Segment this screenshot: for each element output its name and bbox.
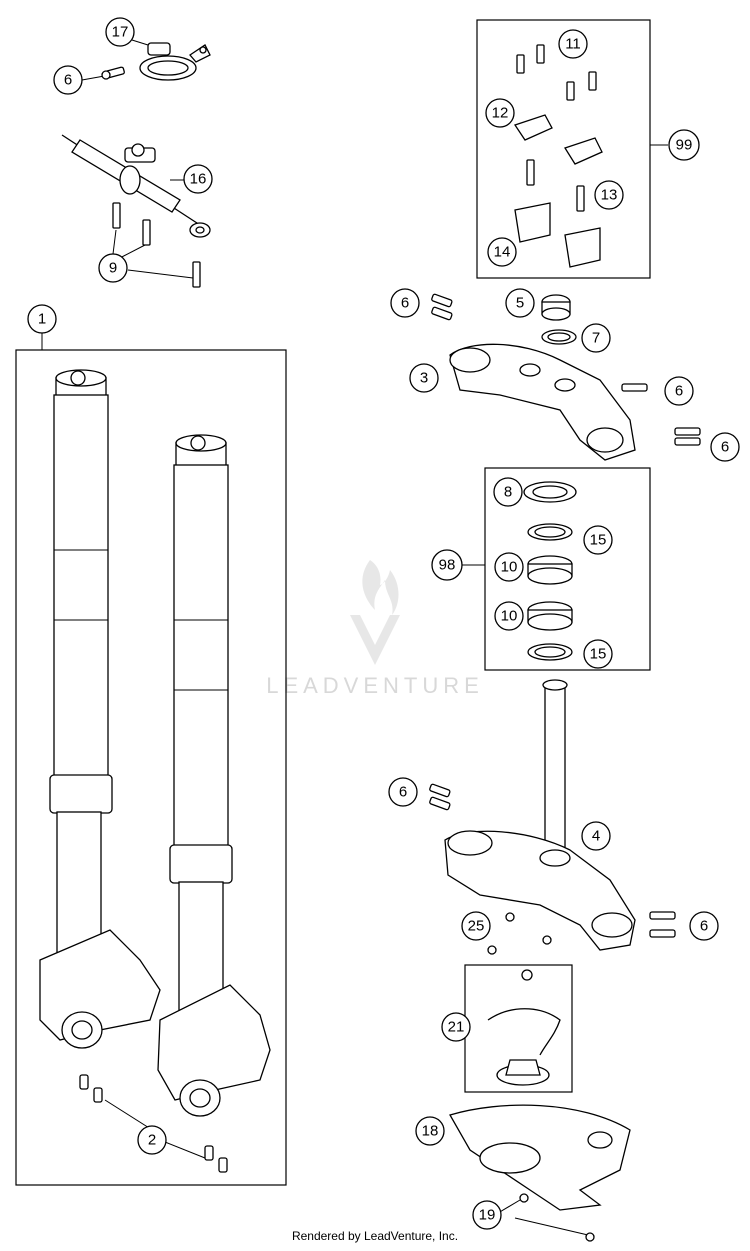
callout-19: 19	[472, 1200, 502, 1230]
svg-text:12: 12	[492, 105, 509, 122]
part-6-bolt-top	[101, 66, 125, 80]
part-9-bolts	[112, 202, 201, 288]
callout-6a: 6	[53, 65, 83, 95]
svg-text:5: 5	[516, 295, 524, 312]
part-2-screws	[79, 1074, 228, 1173]
part-19-screws	[519, 1193, 595, 1242]
callout-98: 98	[431, 549, 463, 581]
part-11-screws	[516, 44, 597, 101]
svg-text:2: 2	[148, 1132, 156, 1149]
svg-text:25: 25	[468, 918, 485, 935]
svg-text:21: 21	[448, 1019, 465, 1036]
svg-text:98: 98	[439, 557, 456, 574]
watermark-logo	[350, 560, 400, 665]
fork-leg-right	[157, 434, 271, 1117]
part-17-clamp	[139, 42, 211, 81]
part-12-clamp-upper	[513, 114, 603, 165]
svg-text:13: 13	[601, 187, 618, 204]
callout-15a: 15	[583, 525, 613, 555]
callout-10a: 10	[494, 552, 524, 582]
callout-17: 17	[105, 17, 135, 47]
callout-4: 4	[581, 821, 611, 851]
watermark-text: LEADVENTURE	[266, 673, 484, 698]
callout-3: 3	[409, 363, 439, 393]
callout-12: 12	[485, 98, 515, 128]
callout-10b: 10	[494, 601, 524, 631]
callout-11: 11	[558, 29, 588, 59]
footer-credit: Rendered by LeadVenture, Inc.	[291, 1229, 459, 1243]
callout-1: 1	[27, 304, 57, 334]
part-8-seal	[523, 481, 577, 503]
svg-text:15: 15	[590, 532, 607, 549]
callout-9: 9	[98, 253, 128, 283]
callout-6d: 6	[710, 432, 740, 462]
part-3-upper-triple-clamp	[449, 343, 636, 461]
svg-text:3: 3	[420, 370, 428, 387]
part-21-steering-lock-assembly	[487, 969, 561, 1086]
callout-6e: 6	[388, 777, 418, 807]
leader-lines	[41, 39, 668, 1236]
svg-text:99: 99	[676, 137, 693, 154]
callout-15b: 15	[583, 639, 613, 669]
part-15-ring-upper	[527, 523, 573, 541]
callout-7: 7	[581, 323, 611, 353]
svg-text:19: 19	[479, 1207, 496, 1224]
part-16-steering-damper	[61, 134, 211, 238]
svg-text:6: 6	[675, 383, 683, 400]
svg-text:17: 17	[112, 24, 129, 41]
callout-8: 8	[493, 477, 523, 507]
svg-text:11: 11	[565, 36, 581, 53]
callout-13: 13	[594, 180, 624, 210]
svg-text:8: 8	[504, 484, 512, 501]
part-10-bearing-upper	[527, 555, 573, 585]
svg-text:10: 10	[501, 608, 518, 625]
group-98-frame	[484, 467, 651, 671]
svg-text:9: 9	[109, 260, 117, 277]
fork-group-frame	[15, 349, 287, 1186]
callout-21: 21	[441, 1012, 471, 1042]
svg-text:14: 14	[494, 244, 511, 261]
part-18-cover	[449, 1104, 631, 1211]
part-13-screws	[526, 159, 585, 212]
part-25-screws	[487, 912, 552, 955]
svg-text:16: 16	[190, 171, 207, 188]
svg-text:18: 18	[422, 1123, 439, 1140]
part-10-bearing-lower	[527, 601, 573, 631]
svg-text:6: 6	[721, 439, 729, 456]
callout-18: 18	[415, 1116, 445, 1146]
part-4-lower-triple-clamp	[444, 679, 636, 951]
svg-text:15: 15	[590, 646, 607, 663]
callout-6b: 6	[390, 288, 420, 318]
callout-5: 5	[505, 288, 535, 318]
callout-25: 25	[461, 911, 491, 941]
part-5-nut	[541, 294, 571, 321]
svg-text:4: 4	[592, 828, 600, 845]
fork-leg-left	[39, 369, 161, 1049]
part-15-ring-lower	[527, 643, 573, 661]
svg-text:1: 1	[38, 311, 46, 328]
part-7-washer	[541, 329, 577, 345]
svg-text:6: 6	[700, 918, 708, 935]
part-6-bolts-lower	[429, 783, 676, 938]
svg-text:6: 6	[64, 72, 72, 89]
group-99-frame	[476, 19, 651, 279]
svg-text:6: 6	[399, 784, 407, 801]
part-6-bolts-upper	[431, 293, 701, 446]
svg-text:7: 7	[592, 330, 600, 347]
callout-16: 16	[183, 164, 213, 194]
callout-14: 14	[487, 237, 517, 267]
svg-text:6: 6	[401, 295, 409, 312]
callout-99: 99	[668, 129, 700, 161]
callout-6f: 6	[689, 911, 719, 941]
svg-text:10: 10	[501, 559, 518, 576]
callout-6c: 6	[664, 376, 694, 406]
part-14-clamp-lower	[514, 202, 601, 268]
callout-2: 2	[137, 1125, 167, 1155]
